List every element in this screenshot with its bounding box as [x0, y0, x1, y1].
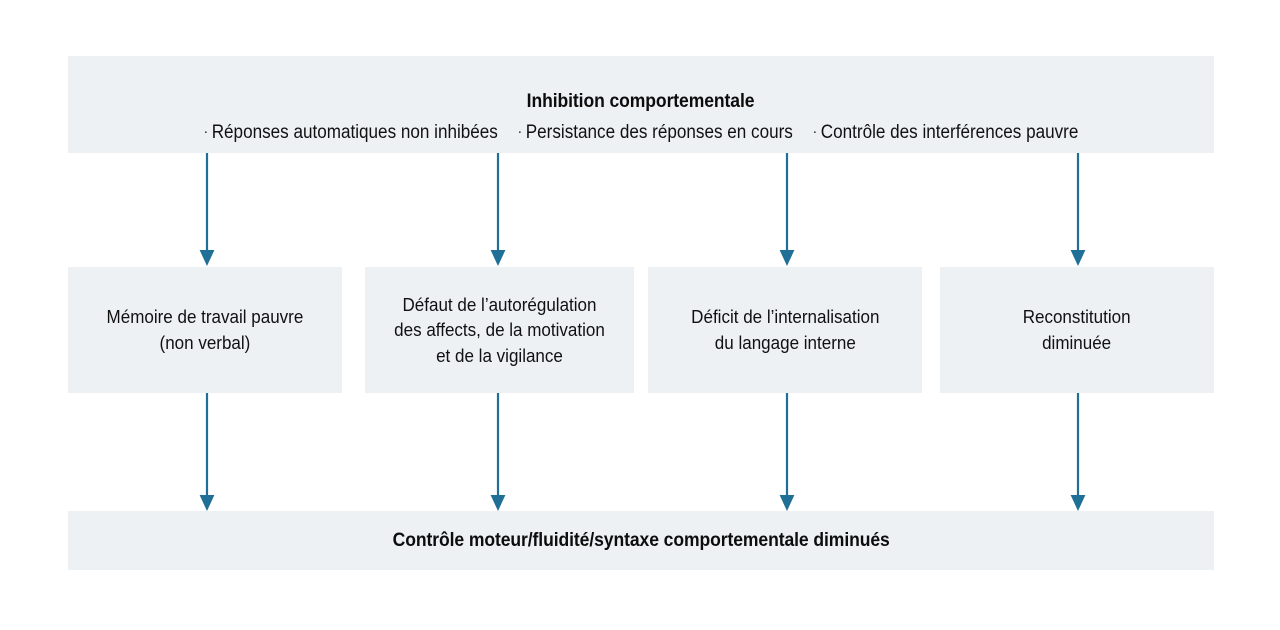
box-autoregulation-text: Défaut de l’autorégulation des affects, … — [394, 292, 605, 369]
box-reconstitution: Reconstitution diminuée — [940, 267, 1214, 393]
box-memoire-de-travail-text: Mémoire de travail pauvre (non verbal) — [107, 304, 304, 355]
box-internalisation-langage-text: Déficit de l’internalisation du langage … — [691, 304, 879, 355]
top-band-bullet-1-label: Réponses automatiques non inhibées — [211, 122, 498, 144]
box-line: du langage interne — [714, 332, 856, 353]
box-line: diminuée — [1042, 332, 1112, 353]
box-line: et de la vigilance — [436, 344, 563, 366]
arrow-inhibition-to-autoregulation — [488, 153, 508, 267]
arrow-memoire-to-controle-moteur — [197, 393, 217, 512]
bottom-band-title: Contrôle moteur/fluidité/syntaxe comport… — [392, 529, 890, 551]
box-line: (non verbal) — [159, 332, 251, 353]
box-line: des affects, de la motivation — [394, 319, 605, 341]
box-reconstitution-text: Reconstitution diminuée — [1023, 304, 1131, 355]
top-band-bullet-1: ·Réponses automatiques non inhibées — [204, 121, 498, 146]
box-autoregulation: Défaut de l’autorégulation des affects, … — [365, 267, 634, 393]
box-line: Déficit de l’internalisation — [690, 306, 880, 328]
bullet-dot-icon: · — [203, 123, 209, 141]
arrow-reconstitution-to-controle-moteur — [1068, 393, 1088, 512]
box-internalisation-langage: Déficit de l’internalisation du langage … — [648, 267, 922, 393]
box-line: Défaut de l’autorégulation — [402, 293, 597, 315]
box-line: Mémoire de travail pauvre — [106, 306, 304, 328]
top-band-inhibition: Inhibition comportementale ·Réponses aut… — [68, 56, 1214, 153]
top-band-bullet-3-label: Contrôle des interférences pauvre — [820, 122, 1079, 144]
top-band-bullet-2: ·Persistance des réponses en cours — [518, 121, 793, 146]
bullet-dot-icon: · — [812, 123, 818, 141]
arrow-inhibition-to-memoire — [197, 153, 217, 267]
bullet-dot-icon: · — [517, 123, 523, 141]
arrow-inhibition-to-internalisation — [777, 153, 797, 267]
bottom-band-controle-moteur: Contrôle moteur/fluidité/syntaxe comport… — [68, 511, 1214, 570]
top-band-bullet-3: ·Contrôle des interférences pauvre — [813, 121, 1079, 146]
top-band-bullet-2-label: Persistance des réponses en cours — [525, 122, 793, 144]
arrow-inhibition-to-reconstitution — [1068, 153, 1088, 267]
box-memoire-de-travail: Mémoire de travail pauvre (non verbal) — [68, 267, 342, 393]
box-line: Reconstitution — [1023, 306, 1131, 328]
top-band-bullet-list: ·Réponses automatiques non inhibées ·Per… — [204, 121, 1079, 146]
arrow-internalisation-to-controle-moteur — [777, 393, 797, 512]
top-band-title: Inhibition comportementale — [527, 90, 755, 113]
arrow-autoregulation-to-controle-moteur — [488, 393, 508, 512]
